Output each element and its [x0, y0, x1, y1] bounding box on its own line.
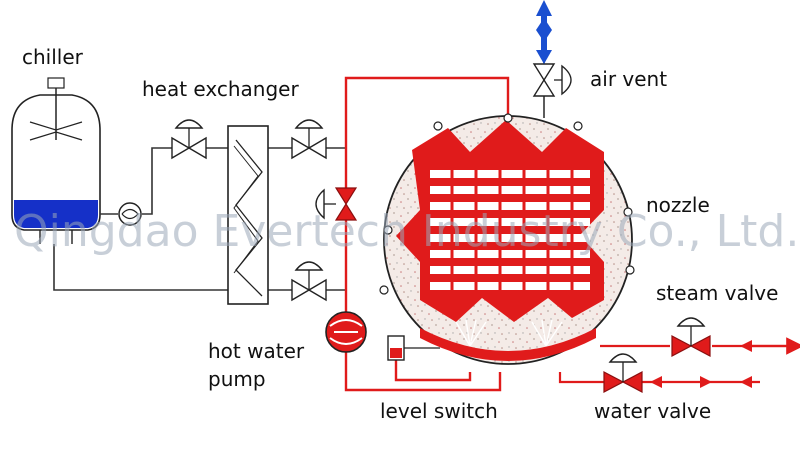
cold-piping [53, 147, 346, 291]
nozzle-label: nozzle [646, 193, 710, 217]
hot-water-pump-icon [325, 311, 367, 353]
level-switch-icon [387, 335, 440, 361]
water-valve-label: water valve [594, 399, 711, 423]
air-vent-label: air vent [590, 67, 667, 91]
product-trays [430, 170, 590, 290]
hot-line-valve-icon [315, 187, 358, 221]
hot-water-pump-label-line2: pump [208, 367, 266, 391]
water-arrow-left2-icon [740, 376, 752, 388]
chiller-pump-icon [118, 202, 142, 226]
steam-valve: steam valve [600, 281, 800, 357]
steam-arrow-icon [740, 340, 752, 352]
air-vent-arrow-icon [536, 0, 552, 64]
water-arrow-left-icon [650, 376, 662, 388]
valve-hx-inlet-icon [171, 119, 207, 160]
hot-water-pump-label-line1: hot water [208, 339, 305, 363]
steam-valve-label: steam valve [656, 281, 778, 305]
water-arrow-right-icon [700, 376, 712, 388]
chiller: chiller [11, 45, 101, 244]
heat-exchanger-label: heat exchanger [142, 77, 299, 101]
chiller-water-icon [14, 200, 98, 228]
chiller-fan-icon [29, 121, 83, 141]
air-vent-valve-icon [532, 63, 556, 97]
valve-hx-outlet-bottom-icon [291, 261, 327, 302]
water-valve: water valve [558, 353, 760, 423]
heat-exchanger: heat exchanger [142, 77, 299, 305]
bottom-spray-icons [455, 319, 563, 347]
chiller-label: chiller [22, 45, 84, 69]
retort-vessel [379, 113, 635, 365]
level-switch-label: level switch [380, 399, 498, 423]
air-vent: air vent [532, 0, 667, 118]
vessel-water [420, 328, 596, 361]
valve-hx-outlet-top-icon [291, 119, 327, 160]
nozzle-icons [379, 113, 635, 295]
watermark-text: Qingdao Evertech Industry Co., Ltd. [14, 206, 799, 257]
